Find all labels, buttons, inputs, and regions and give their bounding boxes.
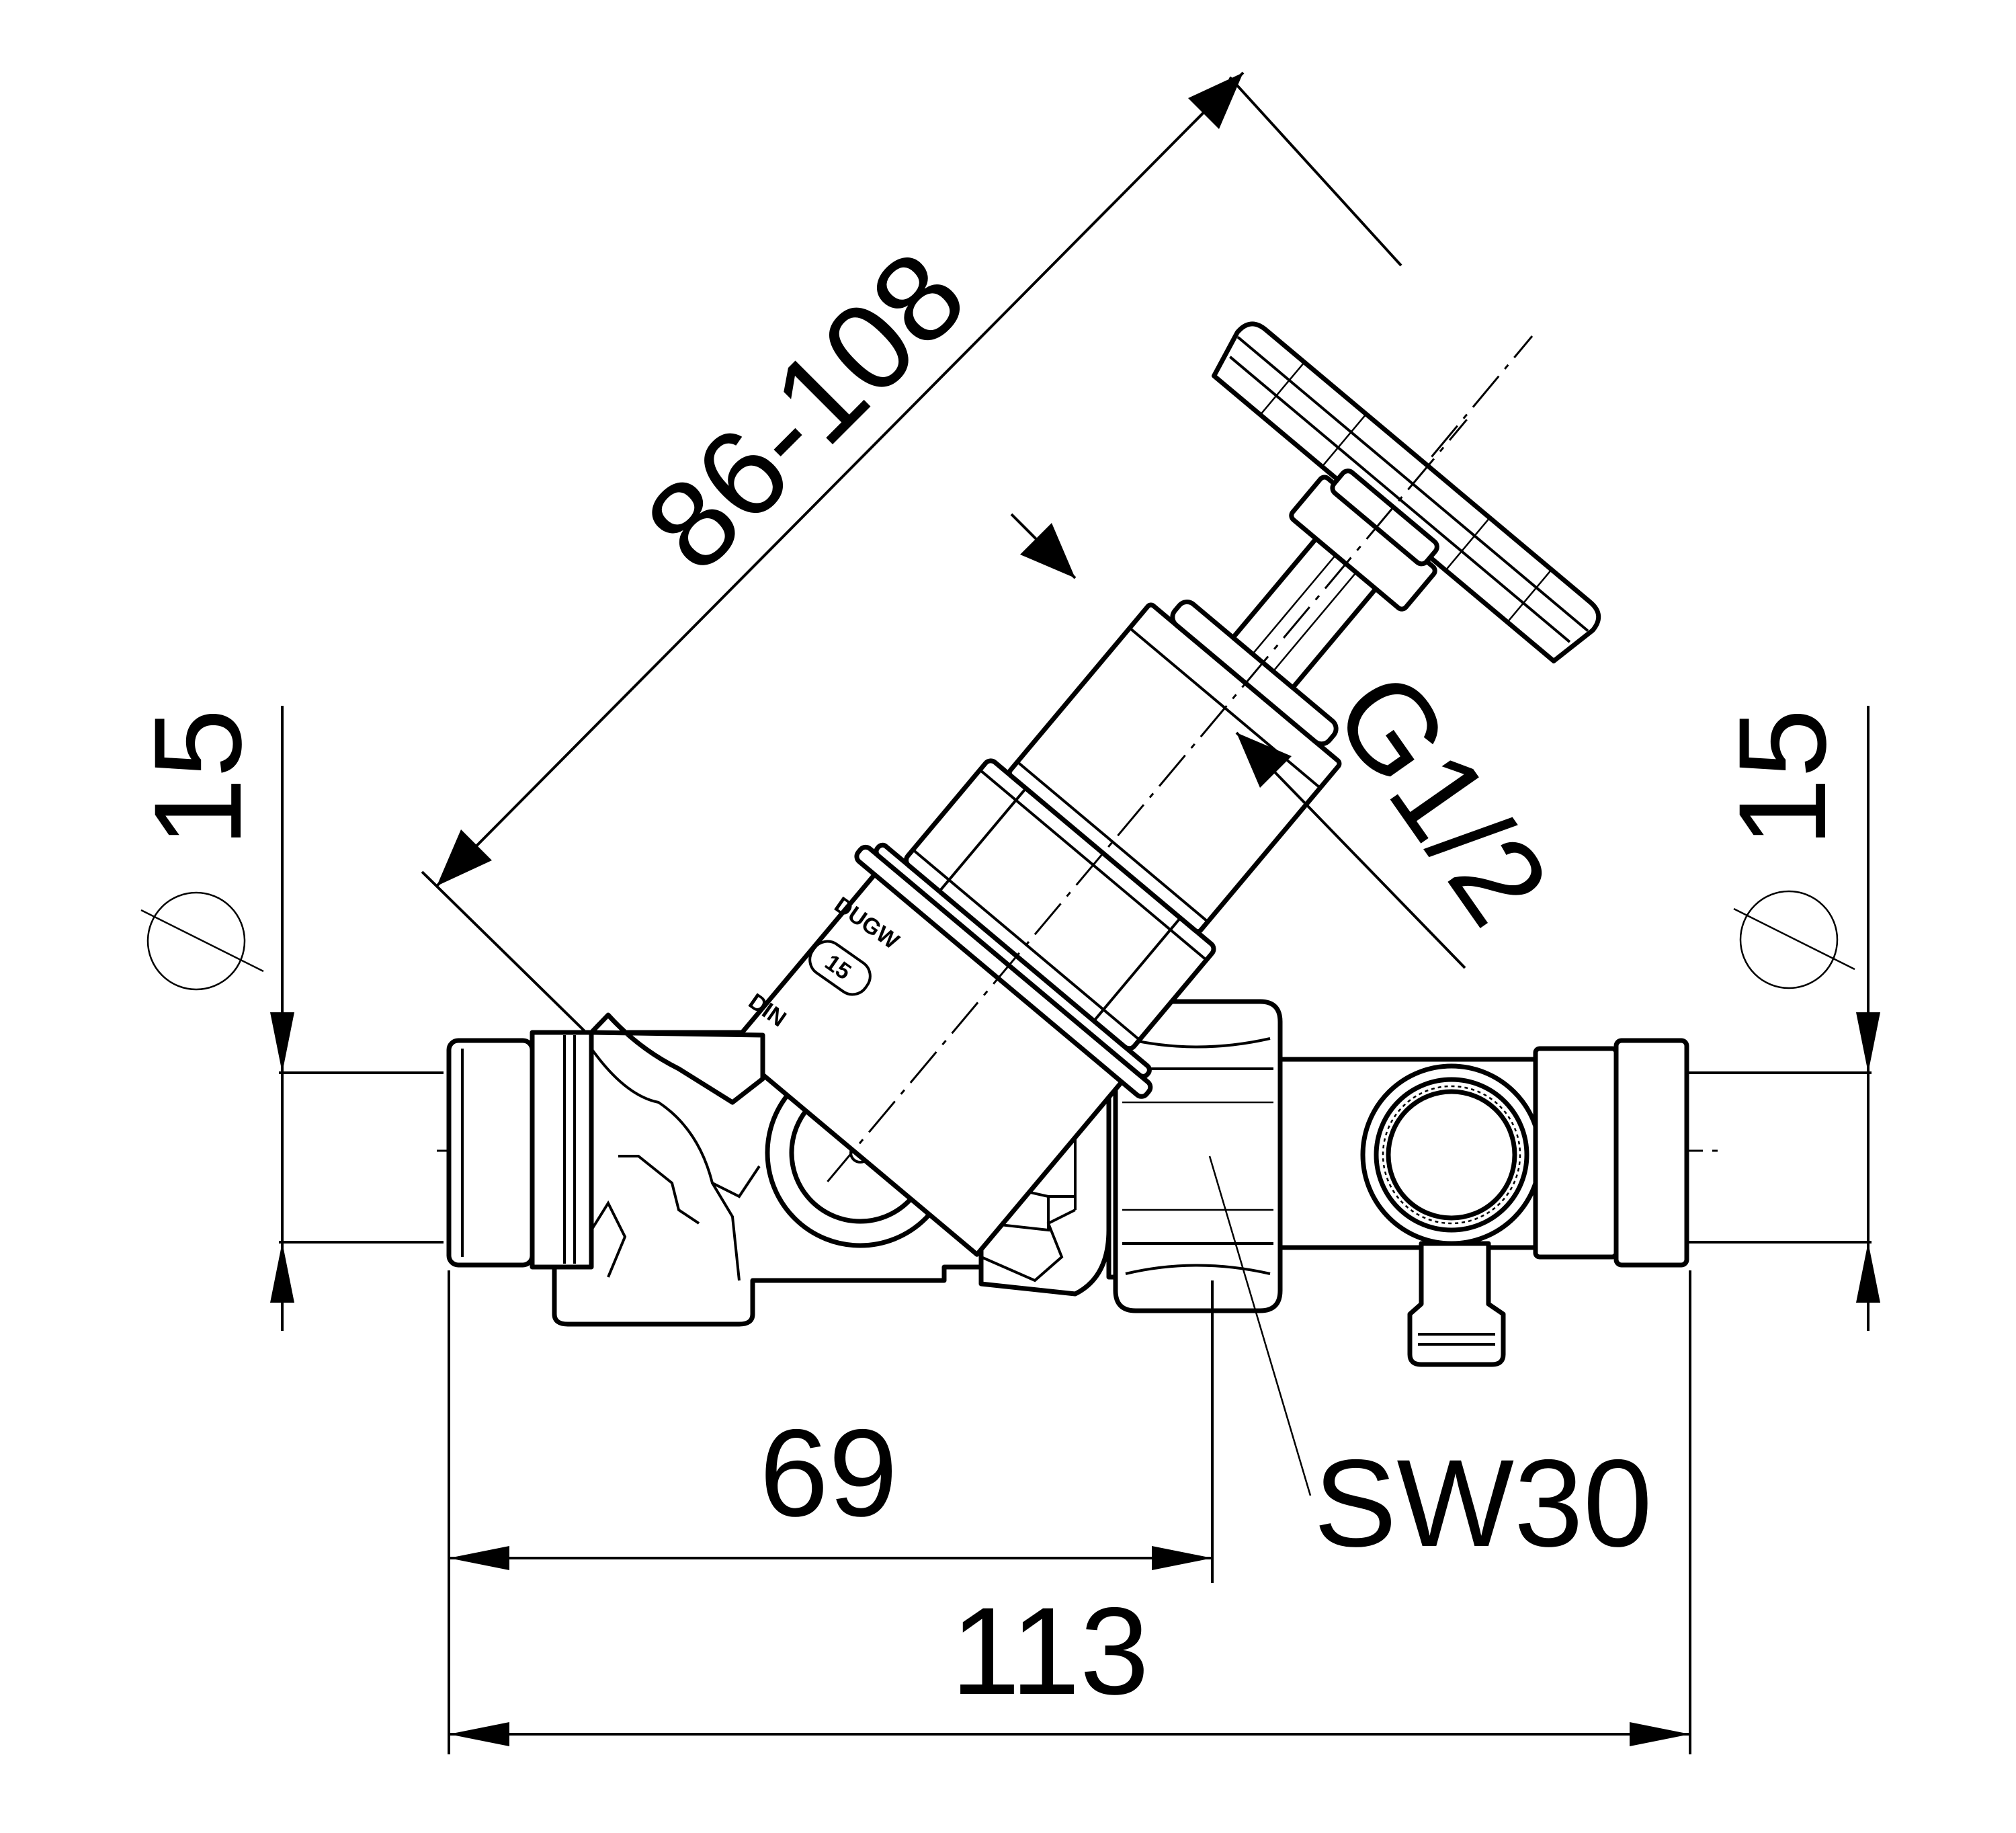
diameter-symbol-icon	[1733, 890, 1855, 989]
arrowhead-icon	[1630, 1722, 1690, 1746]
arrowhead-icon	[1020, 523, 1075, 578]
dimension-inlet-to-union: 69	[448, 1270, 1214, 1583]
arrowhead-icon	[1188, 73, 1243, 129]
wrench-size-label: SW30	[1314, 1434, 1652, 1573]
arrowhead-icon	[1856, 1012, 1880, 1073]
left-diameter-label: 15	[129, 708, 267, 847]
right-diameter-label: 15	[1714, 708, 1852, 847]
spindle-length-label: 86-108	[620, 225, 992, 597]
dimension-overall-length: 113	[448, 1270, 1691, 1754]
arrowhead-icon	[437, 829, 492, 886]
outlet-tube	[1277, 1038, 1689, 1367]
overall-length-label: 113	[951, 1582, 1149, 1721]
diameter-symbol-icon	[140, 891, 264, 991]
dimension-left-diameter: 15	[129, 706, 444, 1331]
wrench-size-callout: SW30	[1208, 1155, 1652, 1573]
arrowhead-icon	[1856, 1242, 1880, 1303]
arrowhead-icon	[270, 1242, 294, 1303]
union-hex-nut	[1113, 999, 1283, 1313]
arrowhead-icon	[1236, 733, 1292, 788]
bonnet-assembly	[727, 321, 1601, 1257]
thread-size-label: G1/2	[1307, 649, 1575, 949]
body-transition	[589, 1012, 765, 1105]
dimension-right-diameter: 15	[1687, 706, 1880, 1331]
arrowhead-icon	[1152, 1546, 1212, 1570]
inlet-to-union-label: 69	[759, 1404, 898, 1543]
arrowhead-icon	[270, 1012, 294, 1073]
arrowhead-icon	[449, 1722, 509, 1746]
arrowhead-icon	[449, 1546, 509, 1570]
